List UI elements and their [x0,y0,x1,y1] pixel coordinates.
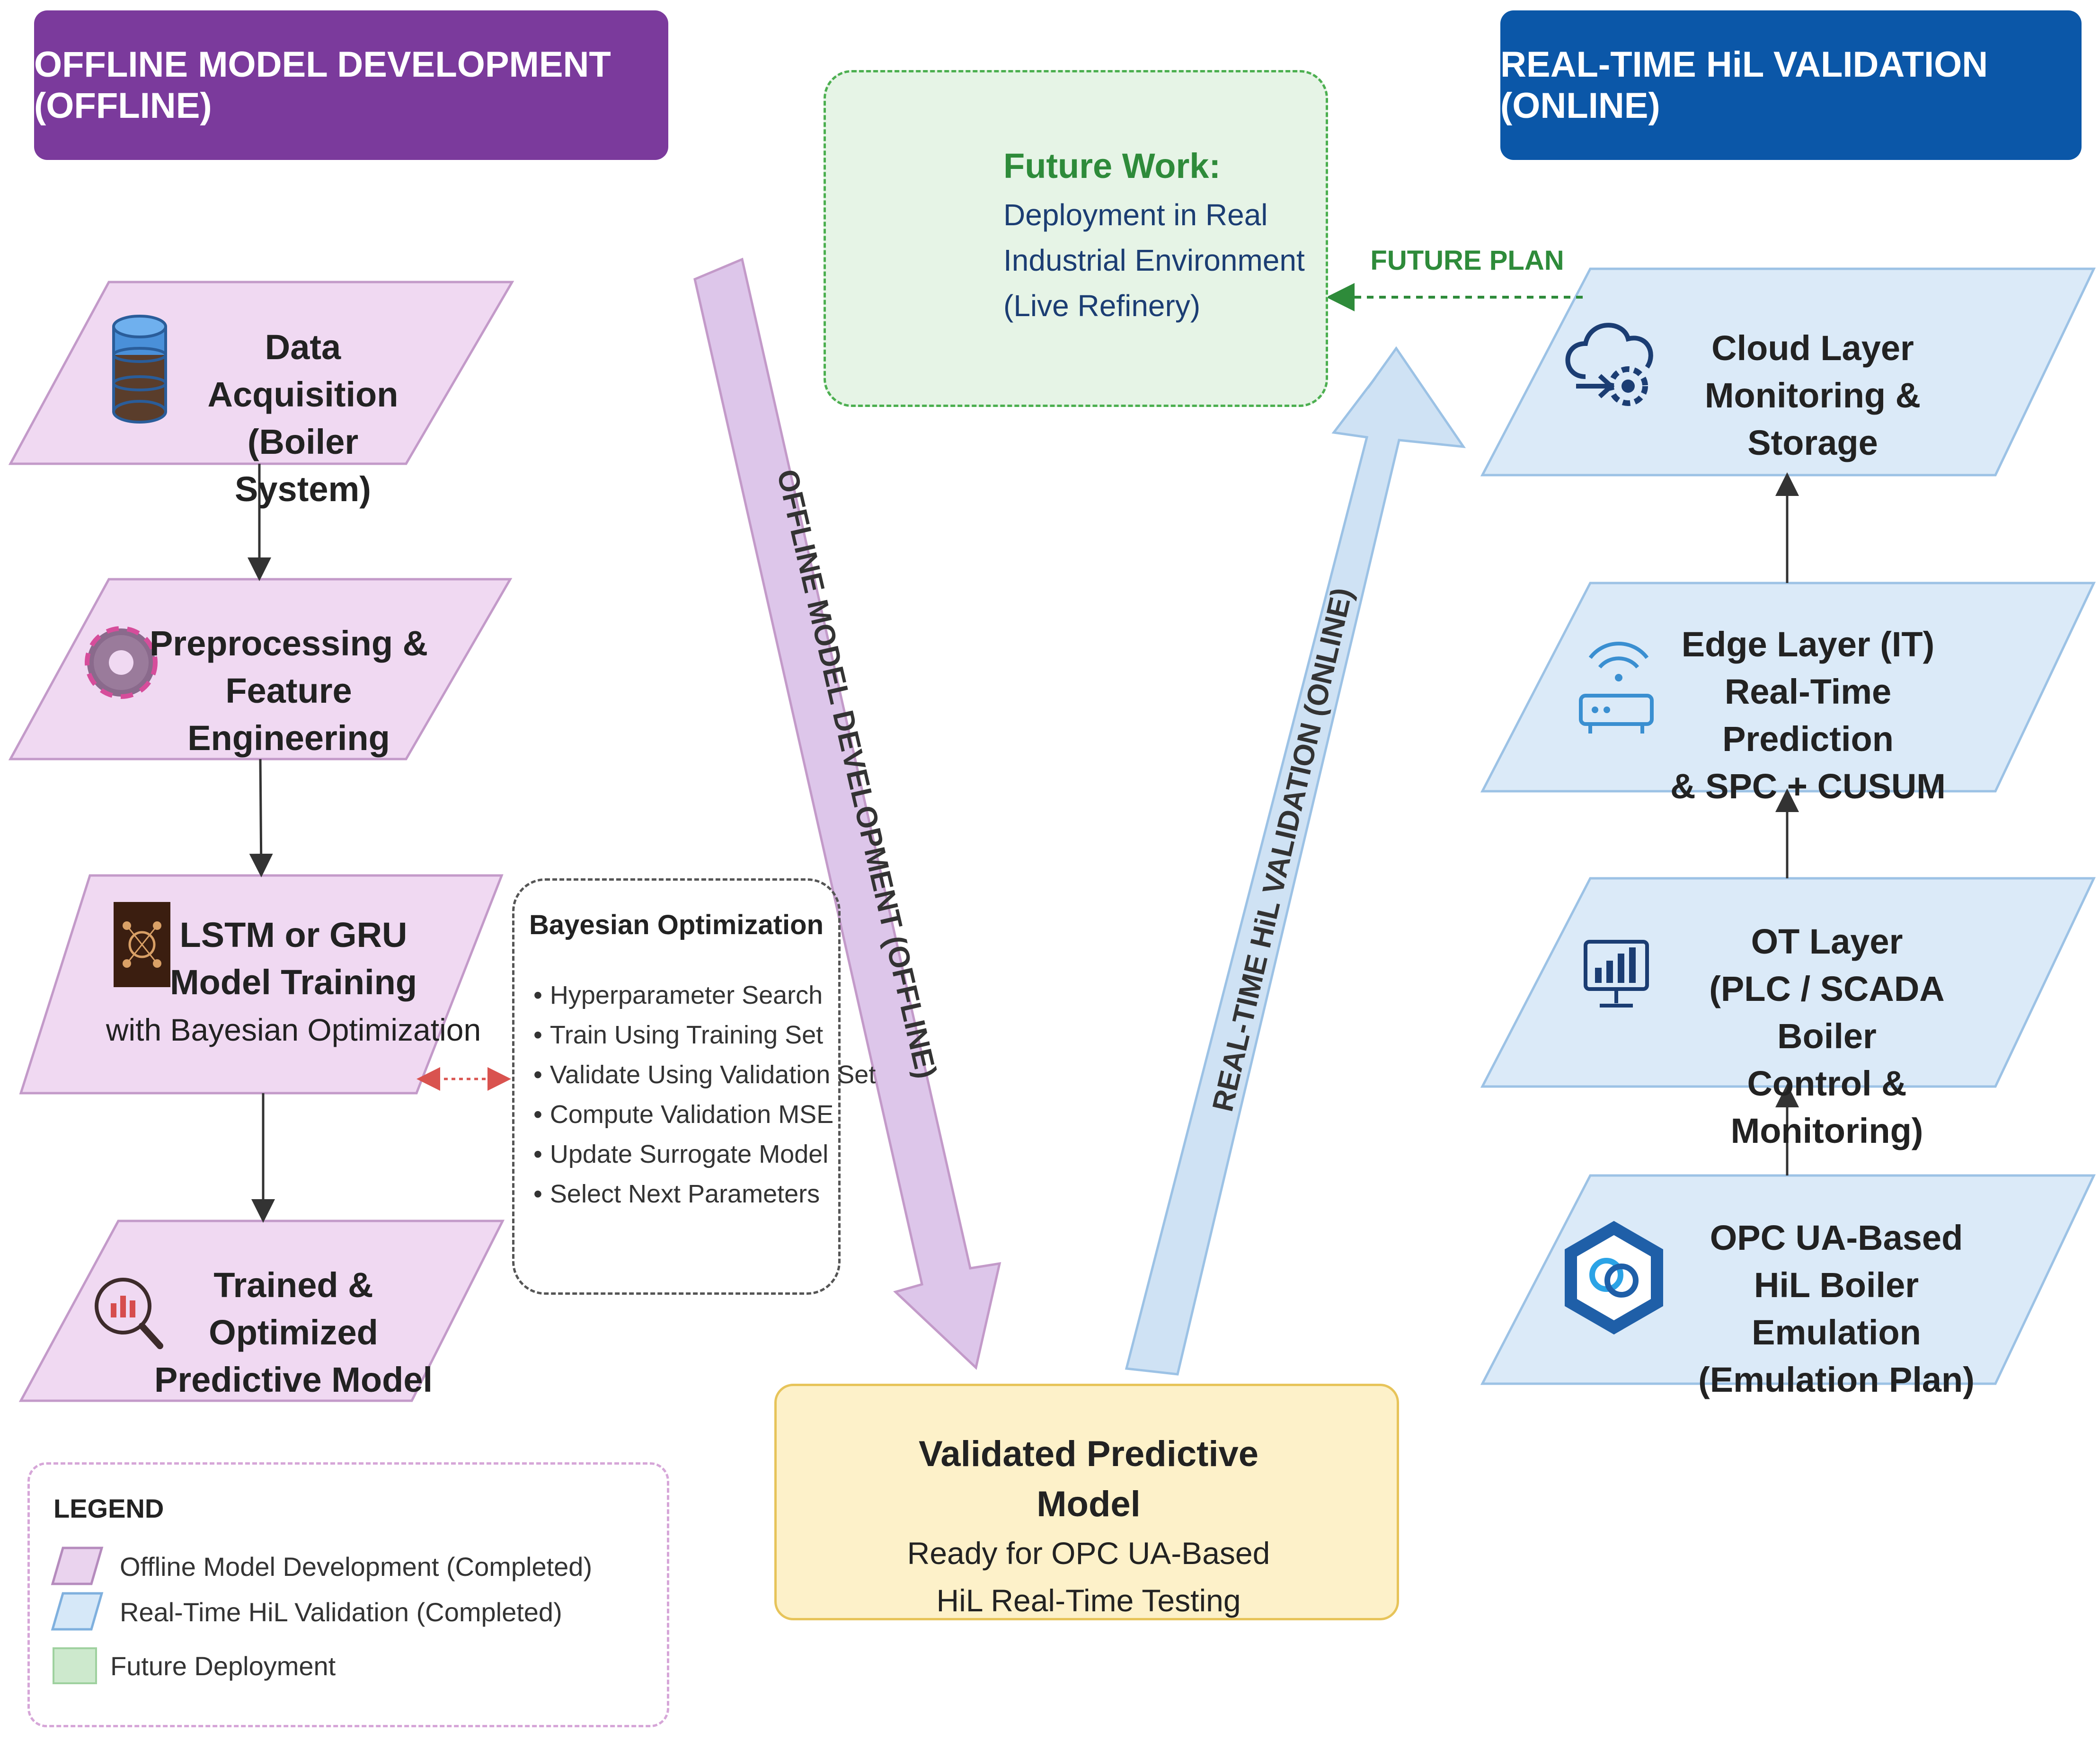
edge-layer-label: Edge Layer (IT) Real-Time Prediction & S… [1670,625,1946,806]
legend-title: LEGEND [53,1494,164,1523]
offline-step-trained-model [18,1220,505,1402]
future-plan-label: FUTURE PLAN [1370,245,1564,276]
legend: LEGEND Offline Model Development (Comple… [27,1462,669,1727]
bayesian-item: Compute Validation MSE [533,1095,876,1134]
connector-2 [249,759,273,877]
online-layer-ot [1480,877,2096,1088]
cloud-layer-label: Cloud Layer Monitoring & Storage [1704,328,1921,462]
preprocessing-label: Preprocessing & Feature Engineering [149,624,428,758]
bayesian-item: Update Surrogate Model [533,1134,876,1174]
future-work-text: Future Work: Deployment in Real Industri… [1003,146,1305,323]
opc-ua-icon [1565,1221,1663,1334]
bayesian-item: Train Using Training Set [533,1015,876,1055]
cloud-gear-icon [1565,323,1653,406]
opc-layer-label: OPC UA-Based HiL Boiler Emulation (Emula… [1698,1218,1975,1399]
bayesian-optimization-box: Bayesian Optimization Hyperparameter Sea… [512,878,876,1295]
legend-item-offline: Offline Model Development (Completed) [49,1545,592,1588]
bayesian-item: Hyperparameter Search [533,975,876,1015]
future-work-box [824,70,1328,407]
legend-swatch-online [51,1592,104,1631]
monitor-chart-icon [1584,940,1649,1007]
online-arrow-label: REAL-TIME HiL VALIDATION (ONLINE) [1206,585,1359,1115]
online-flow-arrow [1125,346,1466,1376]
legend-swatch-offline [51,1547,104,1585]
trained-model-label: Trained & Optimized Predictive Model [154,1265,433,1399]
database-icon [112,315,167,424]
offline-flow-arrow [693,257,1001,1370]
online-layer-opc [1480,1174,2096,1385]
online-layer-edge [1480,582,2096,793]
online-layer-cloud [1480,267,2096,477]
analytics-search-icon [95,1278,163,1349]
router-icon [1579,642,1654,734]
ot-layer-label: OT Layer (PLC / SCADA Boiler Control & M… [1709,922,1945,1150]
bayesian-item: Select Next Parameters [533,1174,876,1214]
validated-model-text: Validated Predictive Model Ready for OPC… [907,1434,1270,1618]
legend-swatch-future [53,1647,97,1684]
validated-model-box [774,1384,1399,1620]
neural-network-icon [114,902,170,987]
data-acquisition-label: Data Acquisition (Boiler System) [207,327,399,509]
bayesian-item: Validate Using Validation Set [533,1055,876,1095]
legend-item-online: Real-Time HiL Validation (Completed) [49,1591,562,1633]
model-training-label: LSTM or GRU Model Training with Bayesian… [106,915,481,1047]
offline-header: OFFLINE MODEL DEVELOPMENT (OFFLINE) [34,10,668,160]
gear-icon [85,626,158,699]
online-header: REAL-TIME HiL VALIDATION (ONLINE) [1500,10,2082,160]
legend-item-future: Future Deployment [49,1644,336,1687]
offline-step-preprocessing [8,578,513,760]
bayesian-title: Bayesian Optimization [529,910,824,940]
